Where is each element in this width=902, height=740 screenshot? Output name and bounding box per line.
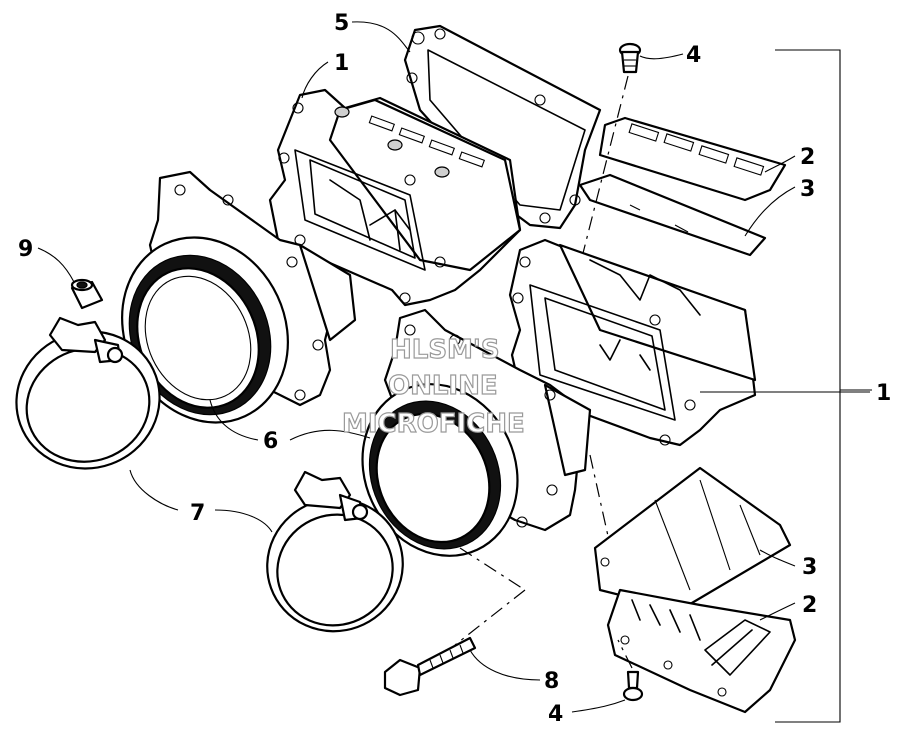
callout-3-bottom: 3 [802, 555, 817, 580]
callout-4-top: 4 [686, 43, 701, 68]
callout-3-top: 3 [800, 177, 815, 202]
reed-slots-top [368, 115, 486, 168]
callout-5: 5 [334, 11, 349, 36]
watermark: HLSM'S ONLINE MICROFICHE [341, 334, 525, 439]
hose-clamp-part-7-lower [266, 470, 404, 633]
group-bracket [775, 49, 872, 723]
screw-part-4-top [579, 42, 642, 266]
reed-stop-plate-part-2-bottom [606, 588, 797, 714]
watermark-line-2: ONLINE [388, 371, 498, 401]
callout-2-top: 2 [800, 145, 815, 170]
callout-1-right: 1 [876, 381, 891, 406]
reed-petal-part-3-top [578, 173, 767, 257]
callout-7: 7 [190, 501, 205, 526]
hose-clamp-part-7-upper [15, 316, 161, 470]
watermark-line-3: MICROFICHE [342, 409, 525, 439]
reed-housing-part-1-right [508, 238, 757, 447]
reed-housing-part-1-top [268, 88, 522, 307]
bolt-part-8 [383, 547, 526, 697]
intake-flange-part-6-upper [121, 170, 357, 424]
callout-4-bottom: 4 [548, 702, 563, 727]
watermark-line-1: HLSM'S [390, 335, 500, 365]
intake-flange-part-6-lower [361, 308, 621, 591]
reed-stop-plate-part-2-top [598, 116, 787, 202]
callout-1-top: 1 [334, 51, 349, 76]
gasket-part-5 [403, 24, 602, 230]
callout-8: 8 [544, 669, 559, 694]
leader-lines [37, 21, 870, 713]
spacer-part-9 [70, 278, 104, 310]
callout-9: 9 [18, 237, 33, 262]
callout-2-bottom: 2 [802, 593, 817, 618]
screw-part-4-bottom [617, 639, 644, 702]
reed-petal-part-3-bottom [593, 466, 792, 612]
callout-6: 6 [263, 429, 278, 454]
